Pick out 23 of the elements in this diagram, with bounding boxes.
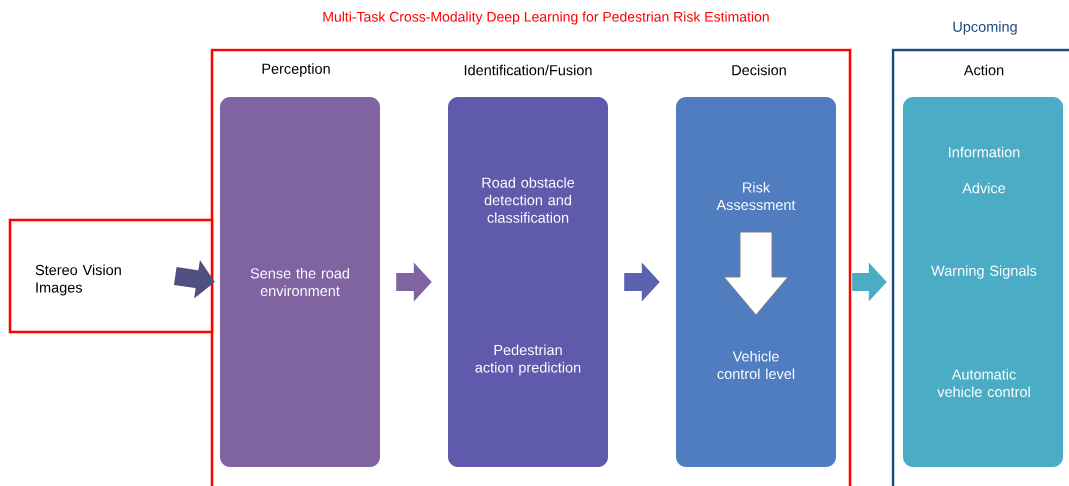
box-text: Automatic vehicle control bbox=[937, 368, 1030, 398]
group-frame bbox=[891, 21, 1069, 486]
box-text: Information bbox=[949, 146, 1020, 158]
stage-box bbox=[220, 63, 380, 467]
box-text: Stereo Vision Images bbox=[35, 264, 121, 296]
box-text: Pedestrian action prediction bbox=[475, 344, 581, 376]
box-text: Warning Signals bbox=[931, 265, 1037, 279]
stage-heading: Identification/Fusion bbox=[464, 64, 592, 76]
box-text: Vehicle control level bbox=[717, 350, 795, 380]
box-text: Road obstacle detection and classification bbox=[482, 177, 575, 223]
diagram-title: Multi-Task Cross-Modality Deep Learning for Pedestrian Risk Estimation bbox=[323, 11, 769, 25]
box-text: Advice bbox=[962, 182, 1006, 194]
stage-box bbox=[448, 64, 608, 467]
stage-heading: Action bbox=[963, 64, 1004, 76]
stage-box bbox=[676, 64, 836, 467]
box-text: Sense the road environment bbox=[250, 267, 350, 297]
group-frame bbox=[210, 48, 852, 486]
box-text: Risk Assessment bbox=[716, 181, 796, 211]
input-box bbox=[8, 218, 214, 334]
frame-heading: Upcoming bbox=[953, 21, 1017, 35]
stage-heading: Perception bbox=[262, 63, 330, 77]
stage-box bbox=[903, 64, 1063, 467]
stage-heading: Decision bbox=[732, 64, 786, 76]
